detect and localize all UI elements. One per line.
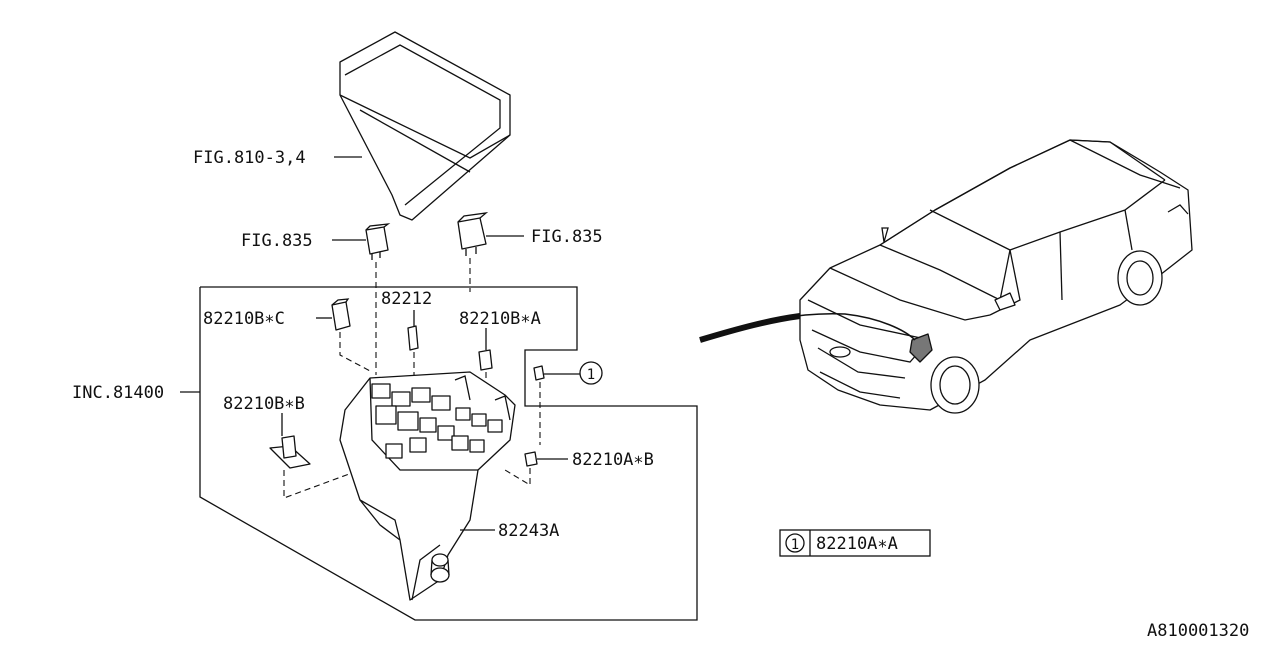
legend-part: 82210A∗A xyxy=(816,534,898,554)
callout-circle-1 xyxy=(579,361,603,385)
dash-82210bb xyxy=(283,469,361,499)
label-82210bc: 82210B∗C xyxy=(203,309,285,329)
label-82212: 82212 xyxy=(381,289,432,309)
label-82210bb: 82210B∗B xyxy=(223,394,305,414)
assembly-boundary xyxy=(199,286,698,621)
legend-number: 1 xyxy=(791,537,799,553)
part-82210bb xyxy=(269,435,311,469)
part-callout-1 xyxy=(533,365,545,381)
label-inc81400: INC.81400 xyxy=(72,383,164,403)
dash-82210bc xyxy=(339,332,373,373)
part-82210bc xyxy=(331,298,351,331)
part-82210ba xyxy=(478,349,493,371)
junction-block xyxy=(339,371,516,601)
car-illustration xyxy=(799,139,1193,414)
label-fig810: FIG.810-3,4 xyxy=(193,148,306,168)
fuse-box-cover xyxy=(339,31,511,221)
label-fig835-right: FIG.835 xyxy=(531,227,603,247)
part-82210ab xyxy=(524,451,538,467)
location-pointer-thick xyxy=(699,313,801,343)
legend-circle xyxy=(785,533,805,553)
relay-right xyxy=(457,212,489,256)
dash-82210ab xyxy=(504,468,531,486)
label-82210ab: 82210A∗B xyxy=(572,450,654,470)
diagram-id: A810001320 xyxy=(1147,621,1249,640)
relay-left xyxy=(365,223,391,260)
label-82210ba: 82210B∗A xyxy=(459,309,541,329)
label-fig835-left: FIG.835 xyxy=(241,231,313,251)
label-82243a: 82243A xyxy=(498,521,559,541)
part-82212 xyxy=(407,325,419,351)
callout-number-1: 1 xyxy=(587,367,595,383)
legend-box xyxy=(779,529,931,557)
